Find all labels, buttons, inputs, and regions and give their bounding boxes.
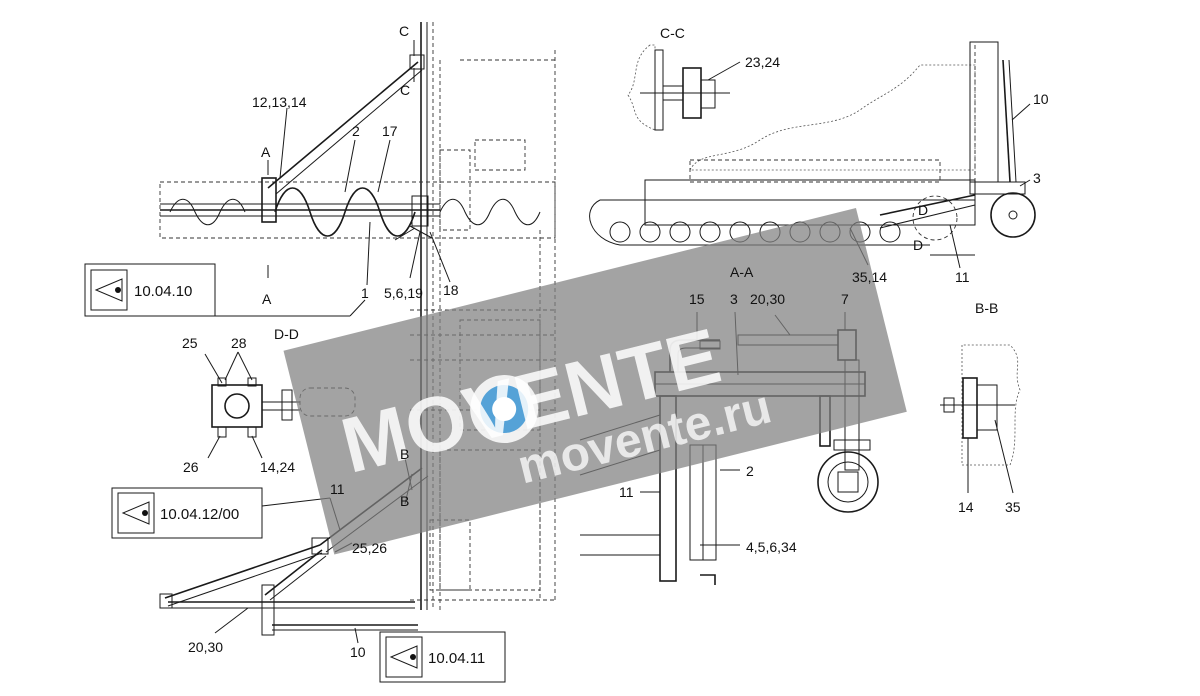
eye-pupil-icon <box>410 654 416 660</box>
callout-10-left: 10 <box>350 644 366 660</box>
section-cc-detail <box>627 44 741 131</box>
callout-14-24: 14,24 <box>260 459 295 475</box>
callout-11-left: 11 <box>330 481 345 497</box>
eye-pupil-icon <box>142 510 148 516</box>
callout-11-aa: 11 <box>619 484 634 500</box>
conveyor-side-view <box>589 41 1036 269</box>
section-title-bb: B-B <box>975 300 998 316</box>
callout-18: 18 <box>443 282 459 298</box>
eye-pupil-icon <box>115 287 121 293</box>
callout-28: 28 <box>231 335 247 351</box>
section-title-dd: D-D <box>274 326 299 342</box>
marker-b-bottom: B <box>400 493 409 509</box>
callout-3-aa: 3 <box>730 291 738 307</box>
callout-11-right: 11 <box>955 269 970 285</box>
callout-35-bb: 35 <box>1005 499 1021 515</box>
callout-14-bb: 14 <box>958 499 974 515</box>
reference-box-2[interactable]: 10.04.12/00 <box>111 487 263 539</box>
eye-icon <box>121 501 150 525</box>
callout-26: 26 <box>183 459 199 475</box>
callout-1: 1 <box>361 285 369 301</box>
callout-35-14: 35,14 <box>852 269 887 285</box>
labels: C-C A-A B-B D-D C C A A B B D D 12,13,14… <box>182 23 1049 660</box>
callout-25-26: 25,26 <box>352 540 387 556</box>
reference-label: 10.04.10 <box>134 283 192 300</box>
callout-10-right: 10 <box>1033 91 1049 107</box>
reference-box-1[interactable]: 10.04.10 <box>84 263 216 317</box>
marker-c-top: C <box>399 23 409 39</box>
eye-icon <box>94 278 123 302</box>
callout-2-aa: 2 <box>746 463 754 479</box>
marker-d-bottom: D <box>913 237 923 253</box>
reference-box-3[interactable]: 10.04.11 <box>379 631 506 683</box>
marker-c-bottom: C <box>400 82 410 98</box>
eye-icon <box>389 645 418 669</box>
callout-2-left: 2 <box>352 123 360 139</box>
callout-20-30-aa: 20,30 <box>750 291 785 307</box>
callout-15: 15 <box>689 291 705 307</box>
callout-17: 17 <box>382 123 398 139</box>
section-title-cc: C-C <box>660 25 685 41</box>
callout-20-30-left: 20,30 <box>188 639 223 655</box>
callout-5-6-19: 5,6,19 <box>384 285 423 301</box>
section-title-aa: A-A <box>730 264 754 280</box>
reference-label: 10.04.12/00 <box>160 506 239 523</box>
callout-7: 7 <box>841 291 849 307</box>
callout-23-24: 23,24 <box>745 54 780 70</box>
marker-a-bottom: A <box>262 291 272 307</box>
marker-a-top: A <box>261 144 271 160</box>
callout-3-right: 3 <box>1033 170 1041 186</box>
callout-4-5-6-34: 4,5,6,34 <box>746 539 797 555</box>
callout-25-clamp: 25 <box>182 335 198 351</box>
watermark: MOVENTE movente.ru <box>283 207 907 555</box>
reference-label: 10.04.11 <box>428 650 485 667</box>
marker-d-top: D <box>918 202 928 218</box>
marker-b-top: B <box>400 446 409 462</box>
section-bb-detail <box>940 344 1021 494</box>
callout-12-13-14: 12,13,14 <box>252 94 307 110</box>
